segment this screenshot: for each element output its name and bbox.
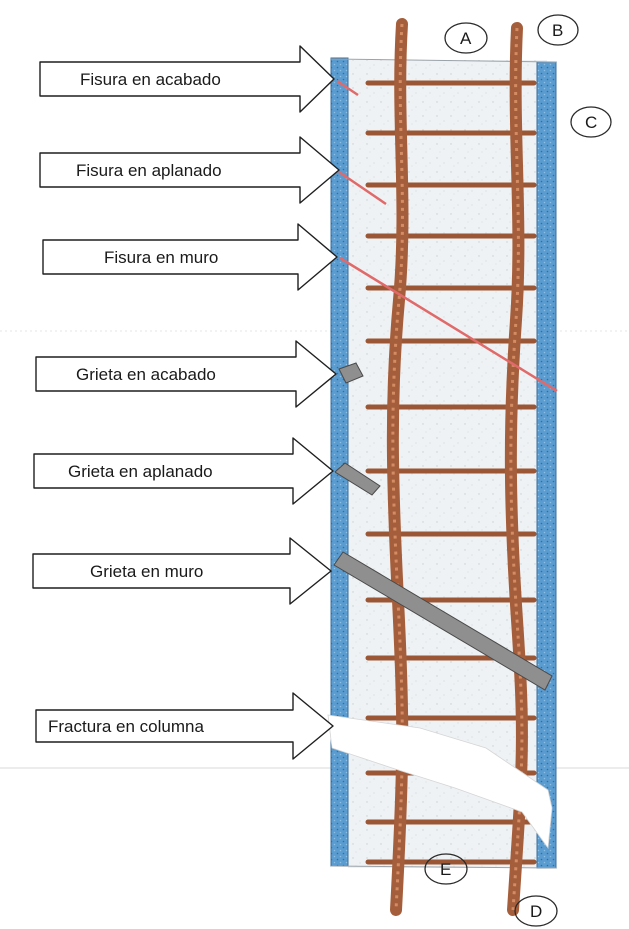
- marker-e-circle: [424, 853, 468, 885]
- label-grieta-aplanado: Grieta en aplanado: [68, 462, 213, 481]
- marker-d-text: D: [530, 902, 542, 921]
- marker-b-text: B: [552, 21, 563, 40]
- arrow-fisura-aplanado: [39, 136, 340, 204]
- label-arrows: [32, 45, 340, 760]
- grieta-muro-shape: [333, 551, 553, 691]
- grietas: [333, 362, 553, 691]
- label-fractura-columna: Fractura en columna: [48, 717, 204, 736]
- fisura-muro-line: [339, 256, 558, 393]
- arrow-grieta-muro: [32, 537, 332, 605]
- marker-b-circle: [537, 14, 579, 46]
- letter-markers: [424, 14, 612, 927]
- arrow-fractura-columna: [35, 692, 334, 760]
- arrow-fisura-muro: [42, 223, 338, 291]
- fractura-columna-shape: [327, 714, 553, 850]
- fisura-aplanado-line: [338, 170, 387, 206]
- marker-d-circle: [514, 895, 558, 927]
- arrow-fisura-acabado: [39, 45, 335, 113]
- fisuras: [336, 79, 558, 393]
- label-fisura-muro: Fisura en muro: [104, 248, 218, 267]
- label-grieta-muro: Grieta en muro: [90, 562, 203, 581]
- finish-layer-right: [536, 61, 557, 869]
- arrow-grieta-acabado: [35, 340, 337, 408]
- marker-a-text: A: [460, 29, 472, 48]
- arrow-grieta-aplanado: [33, 437, 334, 505]
- marker-e-text: E: [440, 860, 451, 879]
- marker-a-circle: [444, 22, 488, 54]
- grieta-acabado-shape: [338, 362, 364, 384]
- rebar-b-texture: [509, 27, 524, 911]
- grieta-aplanado-shape: [334, 462, 381, 496]
- label-fisura-acabado: Fisura en acabado: [80, 70, 221, 89]
- marker-c-circle: [570, 106, 612, 138]
- label-grieta-acabado: Grieta en acabado: [76, 365, 216, 384]
- label-fisura-aplanado: Fisura en aplanado: [76, 161, 222, 180]
- fisura-acabado-line: [336, 79, 359, 97]
- marker-c-text: C: [585, 113, 597, 132]
